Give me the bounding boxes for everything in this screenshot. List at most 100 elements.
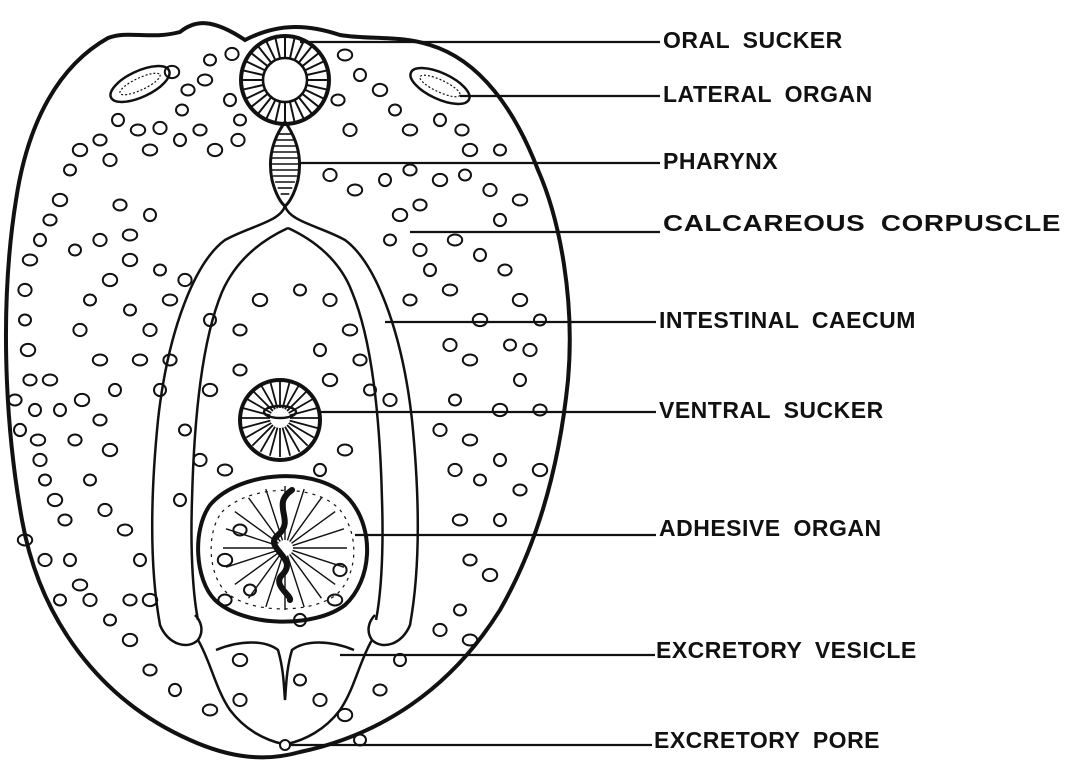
calcareous-corpuscle [233, 694, 246, 706]
label-ventral-sucker: VENTRAL SUCKER [659, 397, 884, 423]
calcareous-corpuscle [103, 154, 116, 166]
calcareous-corpuscle [113, 200, 126, 211]
calcareous-corpuscle [123, 595, 136, 606]
calcareous-corpuscle [218, 595, 231, 606]
calcareous-corpuscle [224, 94, 236, 106]
calcareous-corpuscle [8, 395, 21, 406]
calcareous-corpuscle [494, 145, 506, 156]
calcareous-corpuscle [123, 230, 137, 241]
calcareous-corpuscle [34, 234, 46, 246]
calcareous-corpuscle [463, 355, 477, 366]
calcareous-corpuscle [193, 125, 206, 136]
calcareous-corpuscle [323, 169, 336, 181]
calcareous-corpuscle [348, 185, 362, 196]
calcareous-corpuscle [434, 114, 446, 126]
calcareous-corpuscle [343, 325, 357, 336]
calcareous-corpuscle [163, 295, 177, 306]
calcareous-corpuscle [123, 634, 137, 646]
calcareous-corpuscle [231, 134, 244, 146]
calcareous-corpuscle [174, 494, 186, 506]
calcareous-corpuscle [54, 595, 66, 606]
calcareous-corpuscle [153, 122, 166, 134]
calcareous-corpuscle [43, 375, 57, 386]
calcareous-corpuscle [103, 274, 117, 286]
calcareous-corpuscle [483, 184, 496, 196]
label-lateral-organ: LATERAL ORGAN [663, 81, 873, 107]
calcareous-corpuscle [104, 615, 116, 626]
calcareous-corpuscle [154, 384, 166, 396]
label-intestinal-caecum: INTESTINAL CAECUM [659, 307, 916, 333]
calcareous-corpuscle [331, 95, 344, 106]
calcareous-corpuscle [353, 355, 366, 366]
label-excretory-vesicle: EXCRETORY VESICLE [656, 637, 917, 663]
calcareous-corpuscle [443, 339, 456, 351]
calcareous-corpuscle [433, 424, 446, 436]
pharynx [271, 122, 300, 206]
calcareous-corpuscle [131, 125, 145, 136]
calcareous-corpuscle [494, 454, 506, 466]
calcareous-corpuscle [84, 295, 96, 306]
calcareous-corpuscle [73, 580, 87, 591]
calcareous-corpuscle [338, 445, 352, 456]
calcareous-corpuscle [314, 464, 326, 476]
calcareous-corpuscle [453, 515, 467, 526]
calcareous-corpuscle [313, 694, 326, 706]
calcareous-corpuscle [14, 424, 26, 436]
calcareous-corpuscle [473, 314, 487, 326]
calcareous-corpuscle [208, 144, 222, 156]
calcareous-corpuscle [48, 494, 62, 506]
calcareous-corpuscle [354, 735, 366, 746]
calcareous-corpuscle [109, 384, 121, 396]
calcareous-corpuscle [93, 135, 106, 146]
calcareous-corpuscle [514, 374, 526, 386]
calcareous-corpuscle [18, 284, 31, 296]
calcareous-corpuscle [454, 605, 466, 616]
calcareous-corpuscle [203, 384, 217, 396]
calcareous-corpuscle [354, 69, 366, 81]
calcareous-corpuscle [294, 675, 306, 686]
excretory-pore [280, 740, 290, 750]
calcareous-corpuscle [403, 165, 416, 176]
calcareous-corpuscle [204, 55, 216, 66]
calcareous-corpuscle [29, 404, 41, 416]
calcareous-corpuscle [533, 405, 546, 416]
calcareous-corpuscle [463, 144, 477, 156]
calcareous-corpuscle [178, 274, 191, 286]
calcareous-corpuscle [73, 144, 87, 156]
calcareous-corpuscle [123, 254, 137, 266]
lateral-organ-right [406, 61, 475, 112]
calcareous-corpuscle [93, 415, 106, 426]
calcareous-corpuscle [134, 554, 146, 566]
calcareous-corpuscle [433, 174, 447, 186]
calcareous-corpuscle [383, 394, 396, 406]
oral-sucker [241, 36, 329, 124]
calcareous-corpuscle [163, 355, 176, 366]
calcareous-corpuscle [75, 394, 89, 406]
calcareous-corpuscle [38, 554, 51, 566]
calcareous-corpuscle [384, 235, 396, 246]
calcareous-corpuscle [443, 285, 457, 296]
calcareous-corpuscle [338, 709, 352, 721]
calcareous-corpuscle [54, 404, 66, 416]
calcareous-corpuscle [233, 654, 247, 666]
ventral-sucker [240, 379, 320, 460]
label-oral-sucker: ORAL SUCKER [663, 27, 843, 53]
calcareous-corpuscle [463, 435, 477, 446]
calcareous-corpuscle [483, 569, 497, 581]
calcareous-corpuscle [328, 595, 342, 606]
label-calcareous-corpuscle: CALCAREOUS CORPUSCLE [663, 210, 1061, 236]
calcareous-corpuscle [513, 294, 527, 306]
calcareous-corpuscle [494, 214, 506, 226]
calcareous-corpuscle [203, 705, 217, 716]
calcareous-corpuscle [455, 125, 468, 136]
calcareous-corpuscle [523, 344, 536, 356]
calcareous-corpuscle [323, 374, 337, 386]
calcareous-corpuscle [498, 265, 511, 276]
calcareous-corpuscle [174, 134, 186, 146]
calcareous-corpuscle [133, 355, 147, 366]
calcareous-corpuscle [379, 174, 391, 186]
calcareous-corpuscle [124, 305, 136, 316]
calcareous-corpuscle [413, 200, 426, 211]
calcareous-corpuscle [198, 75, 212, 86]
